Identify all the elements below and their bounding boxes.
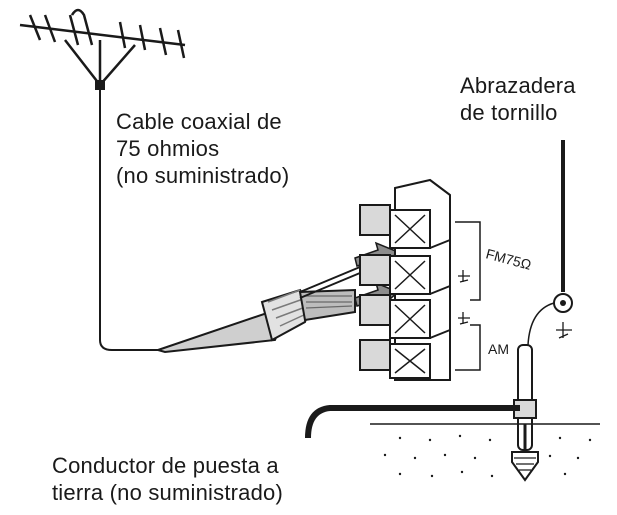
am-terminal-label: AM <box>488 341 509 357</box>
screw-clamp-label-line1: Abrazadera <box>460 73 576 98</box>
clamp-ground-icon <box>556 322 572 339</box>
coaxial-cable-label-line2: 75 ohmios <box>116 136 220 161</box>
soil-texture <box>383 434 592 478</box>
antenna-connector <box>95 80 105 90</box>
ground-conductor-label-line2: tierra (no suministrado) <box>52 480 283 505</box>
terminal-brackets <box>455 221 481 371</box>
ground-conductor-wire <box>305 405 520 439</box>
coaxial-plug <box>154 261 373 354</box>
coaxial-cable-label-line3: (no suministrado) <box>116 163 290 188</box>
screw-clamp-label-line2: de tornillo <box>460 100 558 125</box>
screw-clamp-label: Abrazadera de tornillo <box>460 72 576 126</box>
ground-stake-lines <box>514 457 536 471</box>
ground-conductor-label: Conductor de puesta a tierra (no suminis… <box>52 452 283 506</box>
ground-stake-icon <box>511 451 539 482</box>
coaxial-cable <box>99 90 175 351</box>
clamp-wire <box>527 302 555 346</box>
fm-terminal-label: FM75Ω <box>484 245 533 272</box>
ground-symbol-icon <box>458 270 470 325</box>
coaxial-cable-label-line1: Cable coaxial de <box>116 109 282 134</box>
clamp-screw-head <box>560 300 566 306</box>
antenna-terminal-block <box>359 178 451 381</box>
antenna-icon <box>19 8 186 90</box>
coaxial-cable-label: Cable coaxial de 75 ohmios (no suministr… <box>116 108 289 189</box>
ground-conductor-label-line1: Conductor de puesta a <box>52 453 279 478</box>
